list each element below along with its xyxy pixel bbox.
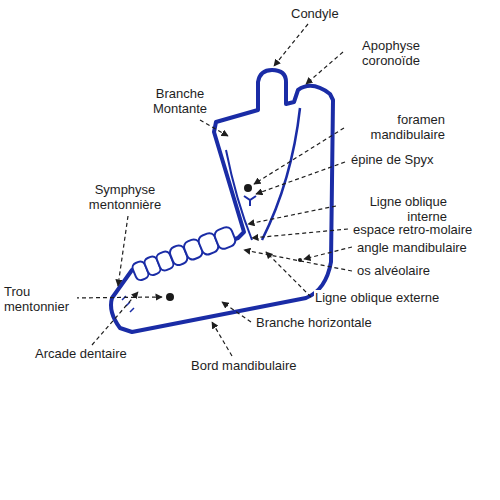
part-label: épine de Spyx (350, 152, 434, 167)
part-label: Bord mandibulaire (190, 358, 298, 373)
spine-mark (244, 196, 256, 206)
mental-foramen-dot (166, 293, 174, 301)
part-label: os alvéolaire (356, 263, 431, 278)
teeth (131, 225, 237, 281)
part-label: Branche horizontale (255, 315, 373, 330)
hatching (122, 296, 134, 312)
part-label: Ligne oblique externe (314, 290, 440, 305)
part-label: foramen mandibulaire (346, 112, 446, 142)
part-label: Branche Montante (138, 86, 222, 116)
part-label: Arcade dentaire (34, 346, 128, 361)
part-label: Symphyse mentonnière (78, 182, 172, 212)
foramen-dot (244, 184, 252, 192)
oblique-line (262, 108, 300, 240)
part-label: Apophyse coronoïde (344, 38, 438, 68)
part-label: Condyle (290, 6, 340, 21)
oblique-line (226, 150, 252, 240)
part-label: espace retro-molaire (352, 222, 473, 237)
leader-lines (68, 24, 352, 356)
part-label: Ligne oblique interne (338, 194, 448, 224)
part-label: Trou mentonnier (3, 284, 77, 314)
part-label: angle mandibulaire (356, 240, 468, 255)
